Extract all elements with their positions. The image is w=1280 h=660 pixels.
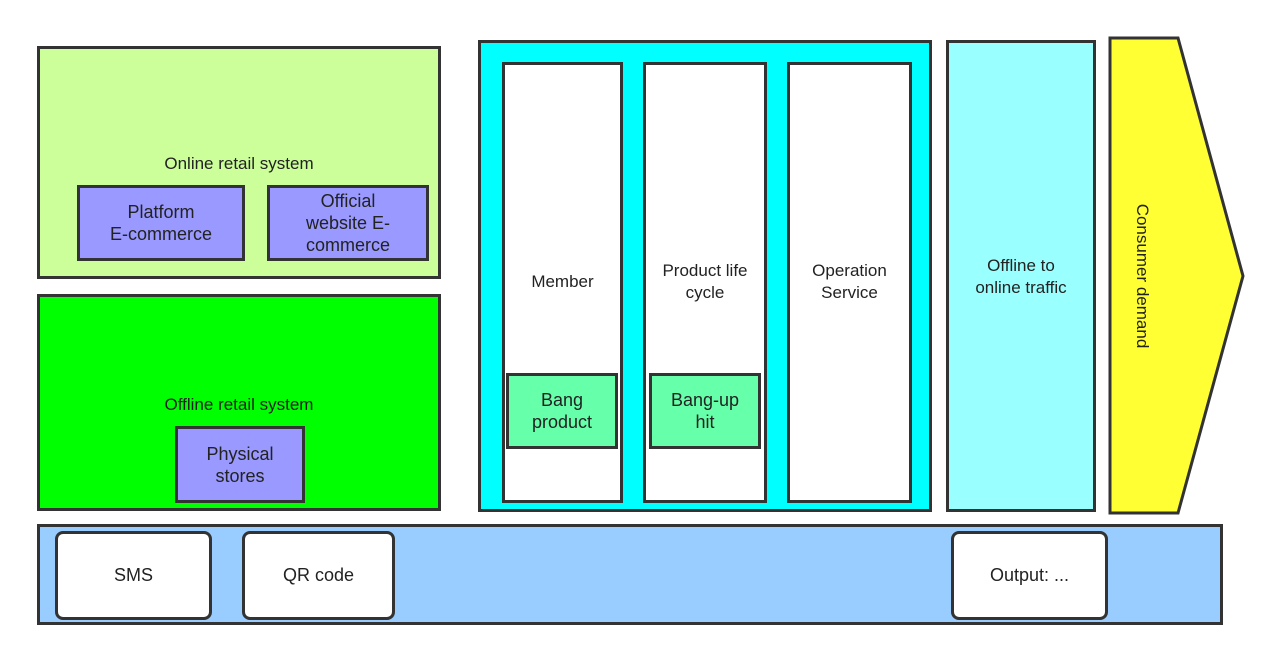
- offline-to-online-traffic-label: Offline to online traffic: [975, 256, 1067, 297]
- sms-box: SMS: [55, 531, 212, 620]
- qr-code-box: QR code: [242, 531, 395, 620]
- online-retail-panel: Online retail system Platform E-commerce…: [37, 46, 441, 279]
- product-lifecycle-label: Product life cycle: [662, 261, 748, 302]
- operation-service-column: Operation Service: [787, 62, 912, 503]
- online-retail-title: Online retail system: [164, 154, 314, 173]
- platform-ecommerce-box: Platform E-commerce: [77, 185, 245, 261]
- output-box: Output: ...: [951, 531, 1108, 620]
- product-lifecycle-column: Product life cycle Bang-up hit: [643, 62, 767, 503]
- official-website-ecommerce-box: Official website E- commerce: [267, 185, 429, 261]
- member-label: Member: [531, 272, 594, 291]
- offline-to-online-traffic-panel: Offline to online traffic: [946, 40, 1096, 512]
- offline-retail-title: Offline retail system: [164, 395, 314, 414]
- member-column: Member Bang product: [502, 62, 623, 503]
- consumer-demand-arrow: [1108, 36, 1245, 515]
- bang-product-box: Bang product: [506, 373, 618, 449]
- offline-retail-panel: Offline retail system Physical stores: [37, 294, 441, 511]
- bang-up-hit-box: Bang-up hit: [649, 373, 761, 449]
- physical-stores-box: Physical stores: [175, 426, 305, 503]
- consumer-demand-label: Consumer demand: [1133, 203, 1152, 349]
- consumer-demand-arrow-shape: [1108, 36, 1245, 515]
- center-frame: Member Bang product Product life cycle B…: [478, 40, 932, 512]
- operation-service-label: Operation Service: [812, 261, 887, 302]
- bottom-channel-bar: SMS QR code Output: ...: [37, 524, 1223, 625]
